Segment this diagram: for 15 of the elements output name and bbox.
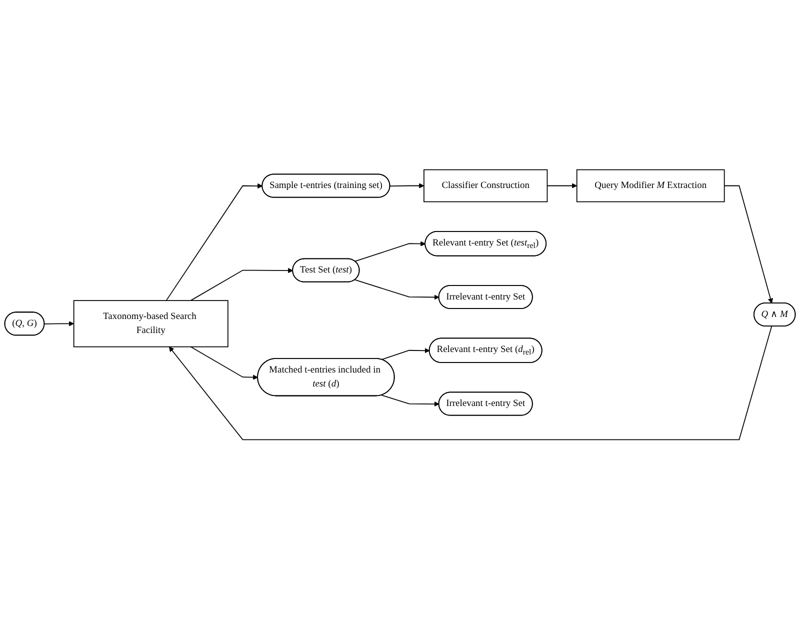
arrow	[166, 184, 263, 302]
arrow	[190, 346, 258, 380]
arrow	[168, 326, 772, 440]
arrow	[381, 348, 430, 360]
arrow	[546, 183, 578, 189]
node-box: Classifier Construction	[424, 170, 548, 202]
node-box: Query Modifier M Extraction	[576, 170, 725, 202]
arrow	[390, 183, 424, 189]
arrow	[354, 280, 440, 300]
arrow	[354, 242, 426, 262]
arrow	[381, 395, 440, 407]
arrow	[190, 268, 294, 302]
arrow	[44, 321, 74, 327]
node-box: Taxonomy-based Search Facility	[73, 300, 228, 348]
arrow	[724, 186, 773, 304]
